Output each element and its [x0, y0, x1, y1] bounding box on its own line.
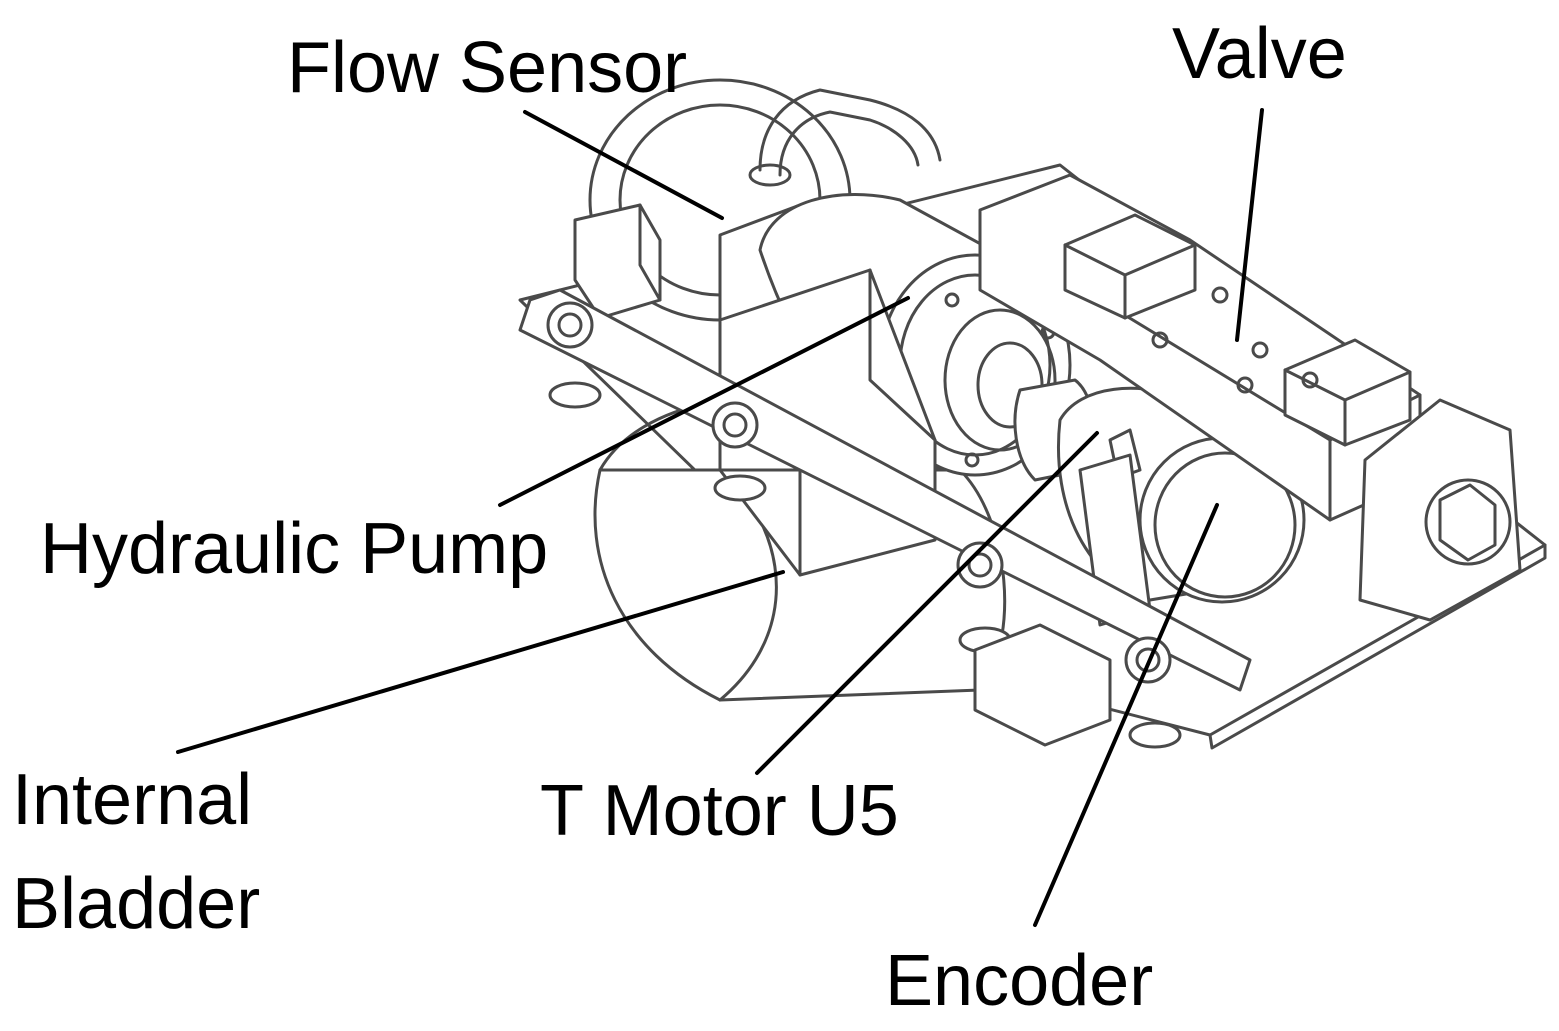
label-internal-bladder: Internal Bladder [12, 748, 260, 957]
leader-encoder [1033, 503, 1219, 927]
lower-block [973, 623, 1112, 747]
hex-port [1438, 483, 1497, 562]
label-valve: Valve [1172, 14, 1347, 94]
label-t-motor: T Motor U5 [540, 771, 899, 851]
label-flow-sensor: Flow Sensor [287, 28, 688, 108]
bolts [546, 301, 1182, 749]
left-bracket [573, 203, 662, 320]
valve-solenoid-2 [1283, 338, 1412, 447]
leader-hydraulic-pump [498, 296, 910, 507]
label-hydraulic-pump: Hydraulic Pump [40, 509, 549, 589]
front-rail [518, 288, 1252, 692]
label-internal-bladder-line1: Internal [12, 760, 253, 840]
leader-t-motor [755, 431, 1099, 775]
hose [758, 88, 942, 172]
leader-flow-sensor [523, 110, 724, 220]
label-internal-bladder-line2: Bladder [12, 864, 261, 945]
leader-internal-bladder [176, 570, 785, 754]
leader-valve [1235, 108, 1264, 342]
valve-solenoid-1 [1063, 213, 1197, 320]
base-plate-edge [1208, 543, 1547, 750]
label-encoder: Encoder [885, 941, 1154, 1021]
